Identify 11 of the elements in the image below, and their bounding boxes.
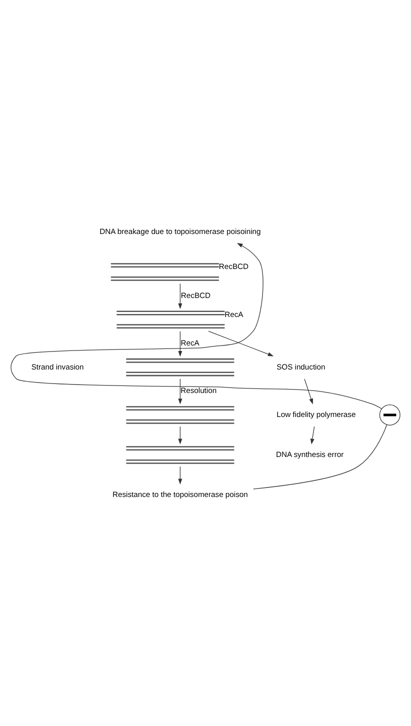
connector [253, 424, 388, 489]
arrow [208, 330, 274, 356]
arrow [10, 242, 382, 409]
node-circle [379, 404, 400, 425]
arrow [178, 282, 182, 309]
arrow [304, 378, 313, 404]
arrow [178, 330, 182, 356]
arrow [178, 426, 182, 444]
arrow [178, 466, 182, 484]
arrow [178, 378, 182, 404]
arrow [310, 426, 315, 444]
